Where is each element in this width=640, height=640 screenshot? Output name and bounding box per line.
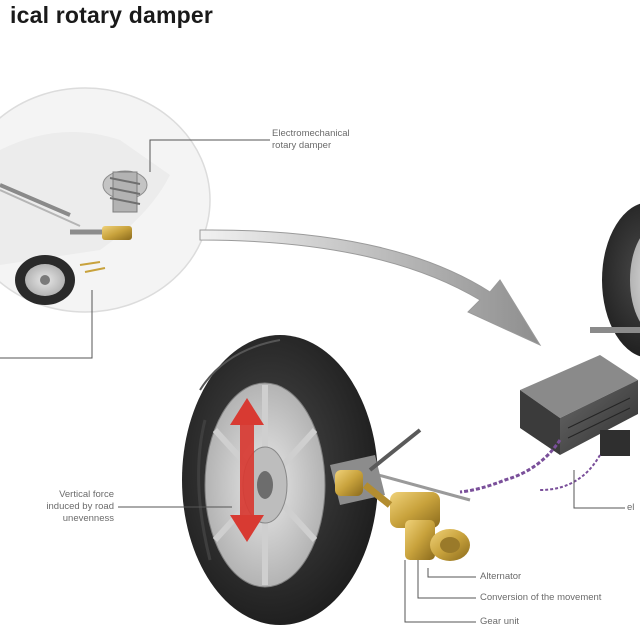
label-force-line3: unevenness — [62, 513, 114, 524]
page-title: ical rotary damper — [10, 2, 214, 28]
inset-wheel — [15, 255, 75, 305]
label-force-line2: induced by road — [46, 501, 114, 512]
inset-strut — [102, 170, 148, 213]
label-alternator: Alternator — [480, 571, 522, 582]
label-force-line1: Vertical force — [59, 489, 114, 500]
rear-wheel — [590, 203, 640, 357]
leader-lines — [0, 139, 625, 623]
label-vertical-force: Vertical force induced by road unevennes… — [8, 489, 114, 525]
car-inset — [0, 87, 211, 313]
inset-damper — [102, 226, 132, 240]
label-damper: Electromechanical rotary damper — [272, 128, 350, 152]
control-unit — [520, 355, 638, 456]
rotary-damper — [335, 470, 470, 561]
zoom-arrow — [199, 229, 542, 347]
wiring-harness — [459, 439, 562, 494]
label-damper-line1: Electromechanical — [272, 128, 350, 139]
label-gear-unit: Gear unit — [480, 616, 520, 627]
label-edge: el — [627, 502, 635, 513]
vertical-force-arrow — [230, 398, 264, 542]
label-damper-line2: rotary damper — [272, 140, 332, 151]
label-conversion: Conversion of the movement — [480, 592, 602, 603]
